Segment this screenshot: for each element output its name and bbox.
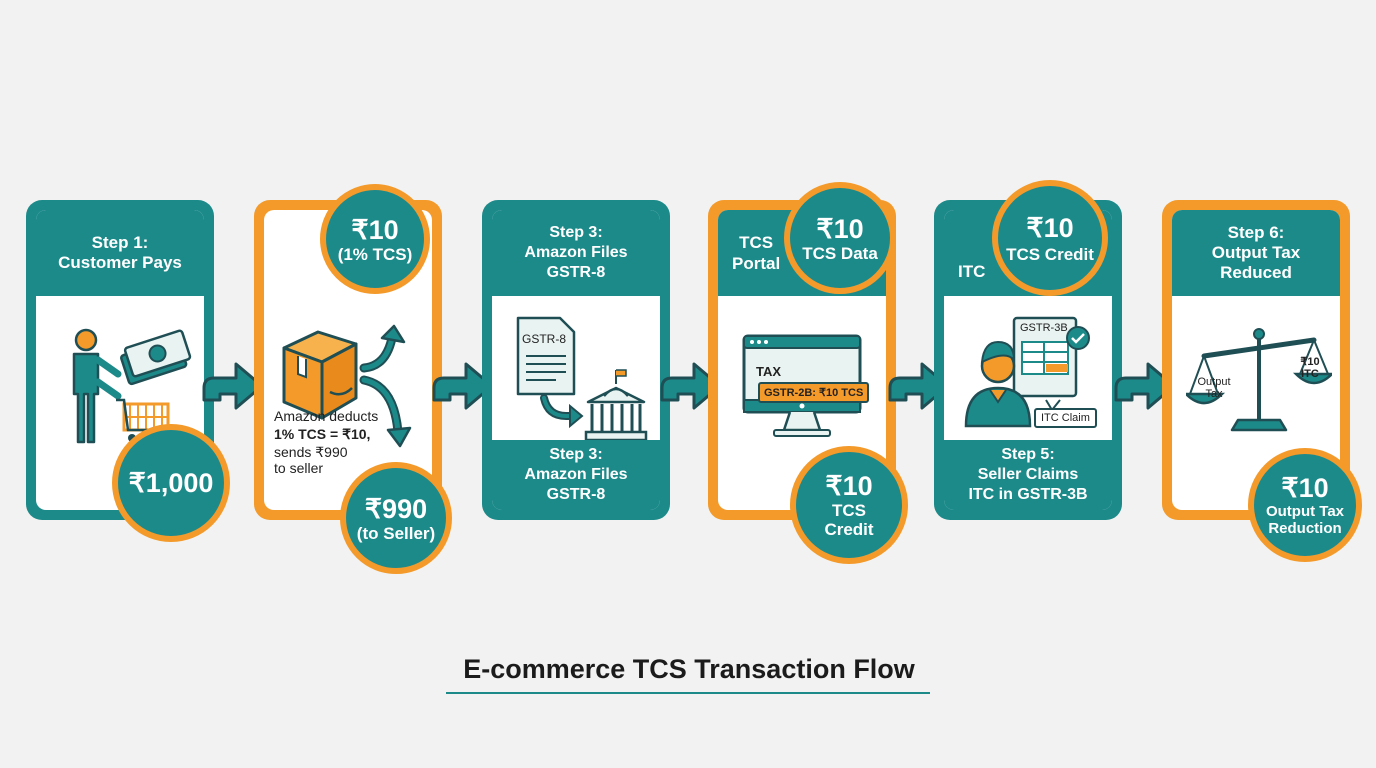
step-5-credit-label: TCS Credit (1006, 244, 1094, 264)
step-2-seller-amount: ₹990 (364, 493, 428, 524)
step-3-header: Step 3: Amazon Files GSTR-8 (492, 210, 660, 296)
step-6-card: Step 6: Output Tax Reduced Output Tax ₹1… (1162, 200, 1350, 520)
step-4-tcs-data-amount: ₹10 (816, 213, 864, 244)
step-2-note-line-3: sends ₹990 (274, 444, 348, 460)
document-government-icon (516, 316, 648, 442)
step-5-footer: Step 5: Seller Claims ITC in GSTR-3B (944, 440, 1112, 510)
step-3-doc-label: GSTR-8 (522, 332, 567, 346)
step-2-seller-label: (to Seller) (356, 523, 436, 543)
step-3-card: Step 3: Amazon Files GSTR-8 GSTR-8 Step … (482, 200, 670, 520)
title-underline (446, 692, 930, 694)
step-2-note-line-4: to seller (274, 460, 324, 476)
flow-arrow-5-icon (1114, 362, 1176, 410)
step-6-scale-right: ₹10 ITC (1300, 356, 1320, 380)
seller-person-icon (964, 316, 1090, 428)
step-2-seller-circle: ₹990 (to Seller) (340, 462, 452, 574)
step-2-tcs-circle: ₹10 (1% TCS) (320, 184, 430, 294)
step-5-claim-label: ITC Claim (1034, 408, 1097, 428)
step-6-reduction-label: Output Tax Reduction (1265, 503, 1345, 537)
step-4-tcs-data-circle: ₹10 TCS Data (784, 182, 896, 294)
step-1-header: Step 1: Customer Pays (36, 210, 204, 296)
step-2-tcs-label: (1% TCS) (337, 244, 413, 264)
step-6-reduction-circle: ₹10 Output Tax Reduction (1248, 448, 1362, 562)
step-5-doc-label: GSTR-3B (1020, 322, 1068, 334)
step-3-footer: Step 3: Amazon Files GSTR-8 (492, 440, 660, 510)
step-4-tcs-data-label: TCS Data (802, 243, 878, 263)
step-1-card: Step 1: Customer Pays (26, 200, 214, 520)
step-4-header-left: TCS Portal (732, 233, 781, 273)
flow-arrow-2-icon (432, 362, 494, 410)
step-4-screen-badge: GSTR-2B: ₹10 TCS (758, 382, 870, 403)
step-5-credit-amount: ₹10 (1026, 212, 1074, 243)
balance-scale-icon (1186, 328, 1332, 432)
step-1-amount: ₹1,000 (128, 468, 214, 498)
flow-arrow-3-icon (660, 362, 722, 410)
step-1-amount-circle: ₹1,000 (112, 424, 230, 542)
step-6-inner: Step 6: Output Tax Reduced Output Tax ₹1… (1172, 210, 1340, 510)
step-1-inner: Step 1: Customer Pays (36, 210, 204, 510)
step-4-screen-tax: TAX (756, 364, 782, 379)
step-6-header: Step 6: Output Tax Reduced (1172, 210, 1340, 296)
step-5-credit-circle: ₹10 TCS Credit (992, 180, 1108, 296)
step-4-tcs-credit-circle: ₹10 TCS Credit (790, 446, 908, 564)
flow-arrow-1-icon (202, 362, 264, 410)
step-4-tcs-credit-label: TCS Credit (824, 501, 874, 539)
page-title: E-commerce TCS Transaction Flow (463, 654, 915, 684)
package-box-icon (282, 324, 412, 448)
step-3-inner: Step 3: Amazon Files GSTR-8 GSTR-8 Step … (492, 210, 660, 510)
step-6-reduction-amount: ₹10 (1281, 473, 1329, 503)
step-2-note-line-1: Amazon deducts (274, 408, 379, 424)
step-5-header-left: ITC (958, 262, 986, 281)
step-2-note-line-2: 1% TCS = ₹10, (274, 426, 371, 442)
flow-arrow-4-icon (888, 362, 950, 410)
step-4-tcs-credit-amount: ₹10 (825, 471, 873, 501)
step-6-scale-left: Output Tax (1197, 376, 1231, 400)
step-2-tcs-amount: ₹10 (351, 214, 399, 245)
